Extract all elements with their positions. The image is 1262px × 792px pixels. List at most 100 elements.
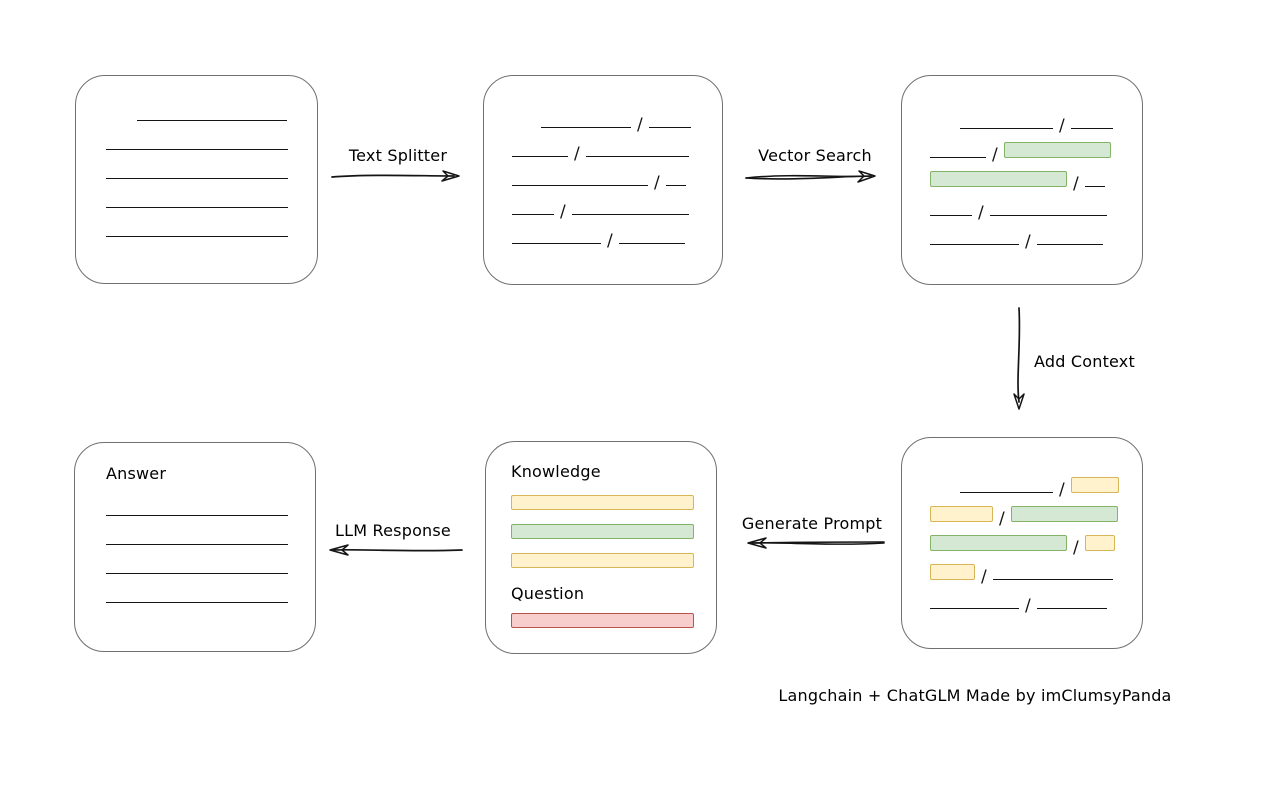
text-line: [106, 177, 288, 179]
chunk-row: /: [930, 187, 1142, 222]
yellow-bar: [511, 495, 694, 510]
vector-matched-chunks-box: / / / / /: [901, 75, 1143, 285]
question-bars: [511, 613, 716, 628]
chunk-row: /: [512, 128, 722, 163]
slash-separator: /: [1059, 480, 1065, 500]
answer-label: Answer: [106, 464, 167, 483]
text-line: [512, 242, 601, 244]
slash-separator: /: [607, 231, 613, 251]
chunk-rows: /////: [930, 464, 1142, 615]
chunk-row: [106, 208, 317, 237]
slash-separator: /: [574, 144, 580, 164]
left-arrow-icon: [747, 537, 885, 549]
chunk-row: [106, 150, 317, 179]
slash-separator: /: [654, 173, 660, 193]
chunk-row: [106, 121, 317, 150]
text-line: [512, 184, 648, 186]
green-bar: [511, 524, 694, 539]
green-chunk: [930, 535, 1067, 551]
knowledge-label: Knowledge: [511, 462, 601, 481]
text-line: [989, 214, 1107, 216]
text-line: [618, 242, 685, 244]
chunk-row: /: [930, 522, 1142, 557]
chunk-row: /: [930, 129, 1142, 164]
text-line: [585, 155, 689, 157]
text-line: [541, 126, 631, 128]
question-label: Question: [511, 584, 585, 603]
chunk-row: [106, 545, 315, 574]
text-line: [960, 127, 1053, 129]
chunk-row: /: [930, 158, 1142, 193]
text-line: [930, 156, 986, 158]
yellow-chunk: [930, 564, 975, 580]
text-line: [992, 578, 1113, 580]
text-line: [930, 607, 1019, 609]
text-line: [571, 213, 689, 215]
right-arrow-icon: [331, 170, 460, 182]
chunk-row: /: [930, 580, 1142, 615]
green-chunk: [1003, 142, 1111, 158]
chunk-row: /: [541, 99, 722, 134]
text-splitter-arrow: Text Splitter: [330, 146, 466, 185]
split-chunks-box: / / / / /: [483, 75, 723, 285]
text-line: [930, 243, 1019, 245]
chunk-row: [106, 516, 315, 545]
slash-separator: /: [560, 202, 566, 222]
yellow-chunk: [1084, 535, 1115, 551]
document-lines: [106, 92, 317, 237]
yellow-bar: [511, 553, 694, 568]
slash-separator: /: [1059, 116, 1065, 136]
green-chunk: [1010, 506, 1118, 522]
llm-response-arrow: LLM Response: [322, 521, 464, 558]
chunk-row: [106, 574, 315, 603]
chunk-rows: / / / / /: [930, 100, 1142, 251]
text-line: [930, 214, 972, 216]
text-line: [106, 206, 288, 208]
slash-separator: /: [1025, 232, 1031, 252]
text-line: [648, 126, 691, 128]
slash-separator: /: [992, 145, 998, 165]
text-line: [960, 491, 1053, 493]
red-bar: [511, 613, 694, 628]
chunk-row: [106, 179, 317, 208]
text-line: [512, 155, 568, 157]
slash-separator: /: [1073, 538, 1079, 558]
text-line: [1036, 243, 1103, 245]
answer-box: Answer: [74, 442, 316, 652]
down-arrow-icon: [1013, 307, 1025, 410]
chunk-row: /: [930, 493, 1142, 528]
text-splitter-label: Text Splitter: [348, 146, 448, 165]
chunk-row: [137, 92, 317, 121]
text-line: [137, 119, 287, 121]
prompt-box: Knowledge Question: [485, 441, 717, 654]
chunk-row: /: [930, 216, 1142, 251]
add-context-label: Add Context: [1034, 352, 1135, 371]
text-line: [1070, 127, 1113, 129]
text-line: [665, 184, 686, 186]
knowledge-bars: [511, 495, 716, 568]
text-line: [106, 235, 288, 237]
slash-separator: /: [999, 509, 1005, 529]
text-line: [106, 148, 288, 150]
chunk-row: /: [960, 464, 1142, 499]
text-line: [512, 213, 554, 215]
chunk-rows: / / / / /: [512, 99, 722, 250]
answer-lines: [106, 487, 315, 603]
chunk-row: /: [512, 186, 722, 221]
slash-separator: /: [978, 203, 984, 223]
generate-prompt-arrow: Generate Prompt: [738, 514, 886, 551]
llm-response-label: LLM Response: [335, 521, 451, 540]
slash-separator: /: [981, 567, 987, 587]
chunk-row: /: [512, 215, 722, 250]
generate-prompt-label: Generate Prompt: [741, 514, 883, 533]
chunk-row: /: [512, 157, 722, 192]
slash-separator: /: [1073, 174, 1079, 194]
vector-search-arrow: Vector Search: [744, 146, 886, 185]
document-box: [75, 75, 318, 284]
yellow-chunk: [1070, 477, 1119, 493]
yellow-chunk: [930, 506, 993, 522]
right-arrow-icon: [745, 170, 876, 183]
chunk-row: [106, 487, 315, 516]
left-arrow-icon: [329, 544, 463, 556]
text-line: [106, 514, 288, 516]
